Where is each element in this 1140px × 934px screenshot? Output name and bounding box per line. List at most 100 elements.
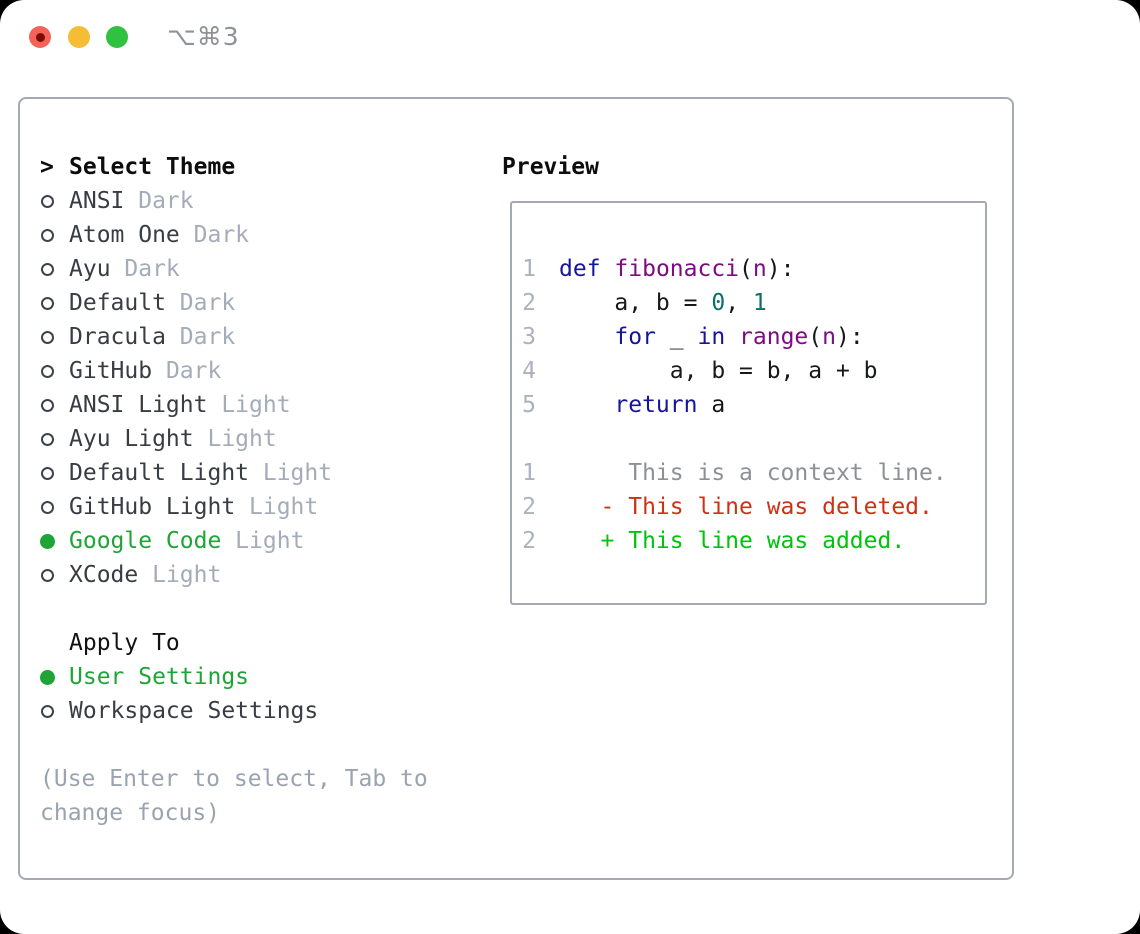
- theme-item-atom-one[interactable]: Atom One Dark: [40, 218, 480, 252]
- line-number: 4: [522, 358, 536, 384]
- code-text: This is a context line.: [559, 460, 947, 486]
- line-number: 2: [522, 290, 536, 316]
- theme-variant-tag: Light: [138, 562, 222, 588]
- theme-label: Ayu: [69, 256, 111, 282]
- theme-label: Google Code: [69, 528, 222, 554]
- theme-variant-tag: Light: [235, 494, 319, 520]
- help-text: (Use Enter to select, Tab to change focu…: [40, 766, 428, 826]
- theme-item-default[interactable]: Default Dark: [40, 286, 480, 320]
- spacer: [40, 728, 480, 762]
- radio-icon: [41, 432, 54, 446]
- preview-line: 1 def fibonacci(n):: [522, 252, 985, 286]
- token-lit: 0: [711, 290, 726, 316]
- prompt-icon: >: [40, 154, 54, 180]
- select-theme-header: > Select Theme: [40, 150, 480, 184]
- radio-icon: [41, 364, 54, 378]
- window-title: ⌥⌘3: [167, 22, 240, 51]
- line-number: 1: [522, 460, 536, 486]
- radio-icon: [41, 704, 54, 718]
- theme-item-ansi-light[interactable]: ANSI Light Light: [40, 388, 480, 422]
- token-kw: return: [614, 392, 698, 418]
- token-fn: n: [822, 324, 837, 350]
- preview-title: Preview: [502, 154, 599, 180]
- close-button[interactable]: [29, 26, 51, 48]
- token-pl: [559, 392, 614, 418]
- code-text: a, b = 0, 1: [559, 290, 766, 316]
- theme-item-ayu[interactable]: Ayu Dark: [40, 252, 480, 286]
- apply-label: User Settings: [69, 664, 250, 690]
- token-pl: a, b = b, a + b: [559, 358, 878, 384]
- zoom-button[interactable]: [106, 26, 128, 48]
- theme-item-ansi[interactable]: ANSI Dark: [40, 184, 480, 218]
- theme-variant-tag: Dark: [124, 188, 194, 214]
- line-number: 1: [522, 256, 536, 282]
- apply-item-workspace-settings[interactable]: Workspace Settings: [40, 694, 480, 728]
- radio-icon: [41, 194, 54, 208]
- selected-radio-icon: [40, 669, 55, 685]
- token-pl: [559, 324, 614, 350]
- token-pl: a, b =: [559, 290, 712, 316]
- preview-line: 4 a, b = b, a + b: [522, 354, 985, 388]
- theme-item-xcode[interactable]: XCode Light: [40, 558, 480, 592]
- line-number: 2: [522, 494, 536, 520]
- theme-label: Default: [69, 290, 166, 316]
- code-text: return a: [559, 392, 725, 418]
- radio-marker: [40, 533, 69, 549]
- theme-item-github[interactable]: GitHub Dark: [40, 354, 480, 388]
- token-pl: [725, 324, 739, 350]
- radio-icon: [41, 398, 54, 412]
- radio-icon: [41, 262, 54, 276]
- theme-item-ayu-light[interactable]: Ayu Light Light: [40, 422, 480, 456]
- token-pl: ,: [725, 290, 753, 316]
- theme-variant-tag: Dark: [179, 222, 250, 248]
- preview-header: Preview: [502, 150, 599, 184]
- theme-item-github-light[interactable]: GitHub Light Light: [40, 490, 480, 524]
- minimize-button[interactable]: [68, 26, 90, 48]
- token-kw: for: [614, 324, 656, 350]
- radio-marker: [40, 500, 69, 514]
- token-pl: a: [697, 392, 726, 418]
- token-fn: n: [752, 256, 767, 282]
- apply-item-user-settings[interactable]: User Settings: [40, 660, 480, 694]
- theme-label: GitHub: [69, 358, 153, 384]
- apply-label: Workspace Settings: [69, 698, 319, 724]
- radio-marker: [40, 704, 69, 718]
- preview-line: 1 This is a context line.: [522, 456, 985, 490]
- token-fn: fibonacci: [614, 256, 740, 282]
- radio-marker: [40, 466, 69, 480]
- diff-preview: 1 This is a context line.2 - This line w…: [522, 456, 985, 558]
- token-pl: (: [739, 256, 753, 282]
- spacer: [40, 592, 480, 626]
- token-fn: range: [739, 324, 809, 350]
- code-text: def fibonacci(n):: [559, 256, 794, 282]
- theme-item-default-light[interactable]: Default Light Light: [40, 456, 480, 490]
- apply-to-header: Apply To: [40, 626, 480, 660]
- spacer: [522, 422, 985, 456]
- theme-item-dracula[interactable]: Dracula Dark: [40, 320, 480, 354]
- theme-variant-tag: Dark: [152, 358, 222, 384]
- titlebar: ⌥⌘3: [0, 0, 1140, 74]
- radio-marker: [40, 568, 69, 582]
- radio-marker: [40, 330, 69, 344]
- preview-line: 2 - This line was deleted.: [522, 490, 985, 524]
- theme-label: ANSI Light: [69, 392, 208, 418]
- token-pl: _: [655, 324, 698, 350]
- token-pl: ):: [766, 256, 795, 282]
- select-theme-title: Select Theme: [69, 154, 236, 180]
- token-del: - This line was deleted.: [559, 494, 933, 520]
- radio-icon: [41, 228, 54, 242]
- radio-marker: [40, 669, 69, 685]
- theme-variant-tag: Light: [249, 460, 333, 486]
- token-pl: ):: [836, 324, 864, 350]
- theme-label: Atom One: [69, 222, 180, 248]
- theme-label: Default Light: [69, 460, 250, 486]
- theme-item-google-code[interactable]: Google Code Light: [40, 524, 480, 558]
- selected-radio-icon: [40, 533, 55, 549]
- line-number: 3: [522, 324, 536, 350]
- line-number: 5: [522, 392, 536, 418]
